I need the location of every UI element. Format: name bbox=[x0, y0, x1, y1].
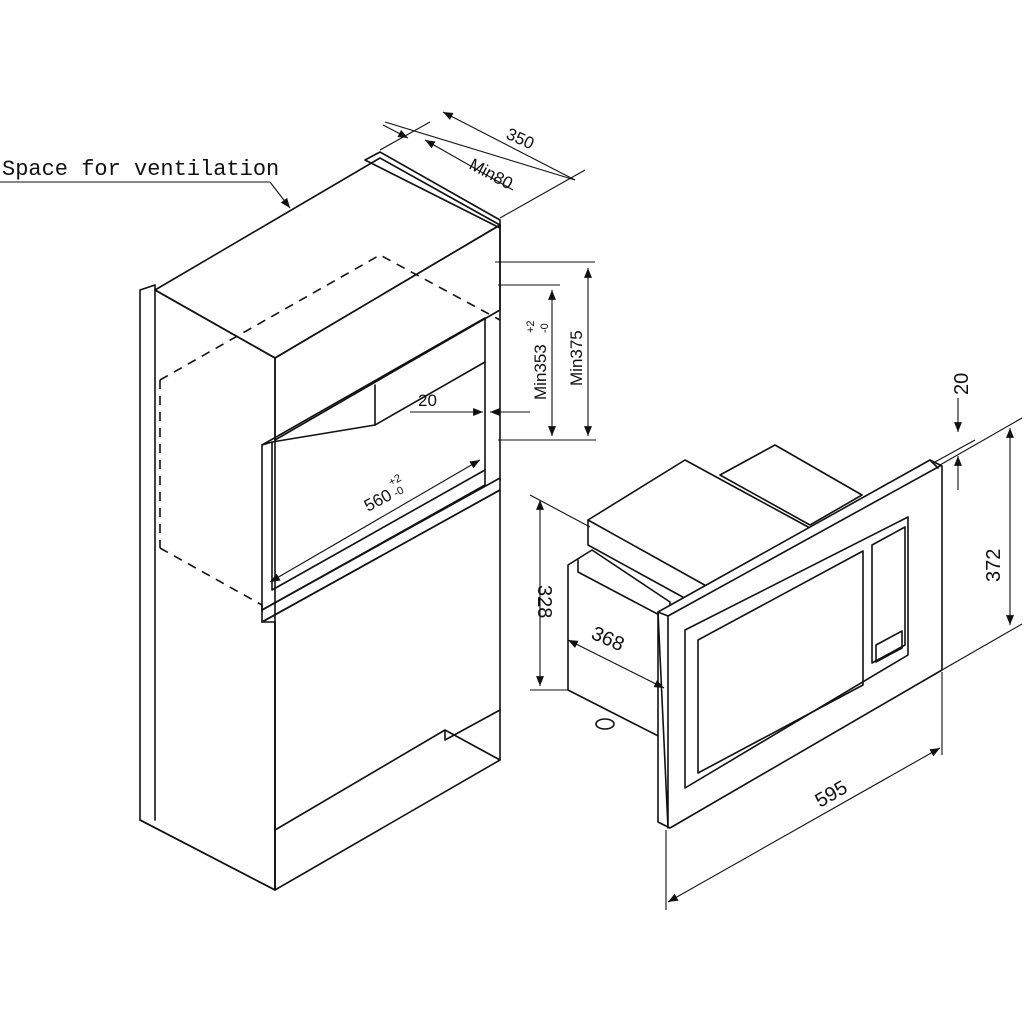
dim-min375: Min375 bbox=[567, 330, 586, 386]
cabinet-top-face bbox=[154, 157, 501, 359]
microwave-drawing bbox=[567, 444, 943, 829]
ventilation-label: Space for ventilation bbox=[2, 157, 279, 182]
dim-min353-tol-plus: +2 bbox=[525, 320, 537, 333]
microwave-display bbox=[875, 630, 903, 663]
dim-side-20: 20 bbox=[418, 391, 437, 410]
dim-top-20: 20 bbox=[951, 373, 973, 395]
dim-560: 560 bbox=[361, 485, 395, 515]
cabinet-drawing bbox=[139, 151, 501, 891]
hidden-outline bbox=[159, 254, 501, 381]
dim-min353: Min353 bbox=[531, 344, 550, 400]
dim-595: 595 bbox=[812, 777, 852, 813]
dim-560-tol-plus: +2 bbox=[387, 472, 404, 488]
microwave-window bbox=[697, 550, 864, 774]
cabinet-left-panel bbox=[139, 284, 276, 891]
dim-min80: Min80 bbox=[466, 155, 516, 194]
dim-min353-tol-minus: -0 bbox=[539, 323, 551, 333]
dim-350: 350 bbox=[503, 124, 537, 153]
niche-opening bbox=[261, 317, 486, 611]
dim-368: 368 bbox=[588, 622, 627, 656]
microwave-top-block-rear bbox=[719, 444, 863, 526]
dim-372: 372 bbox=[983, 549, 1005, 582]
microwave-control-panel bbox=[871, 526, 906, 664]
cabinet-lower-front bbox=[261, 489, 501, 891]
cabinet-dimensions: Space for ventilation 350 Min80 Min353 +… bbox=[0, 111, 596, 583]
dim-328: 328 bbox=[533, 585, 555, 618]
vent-strip bbox=[364, 151, 501, 229]
